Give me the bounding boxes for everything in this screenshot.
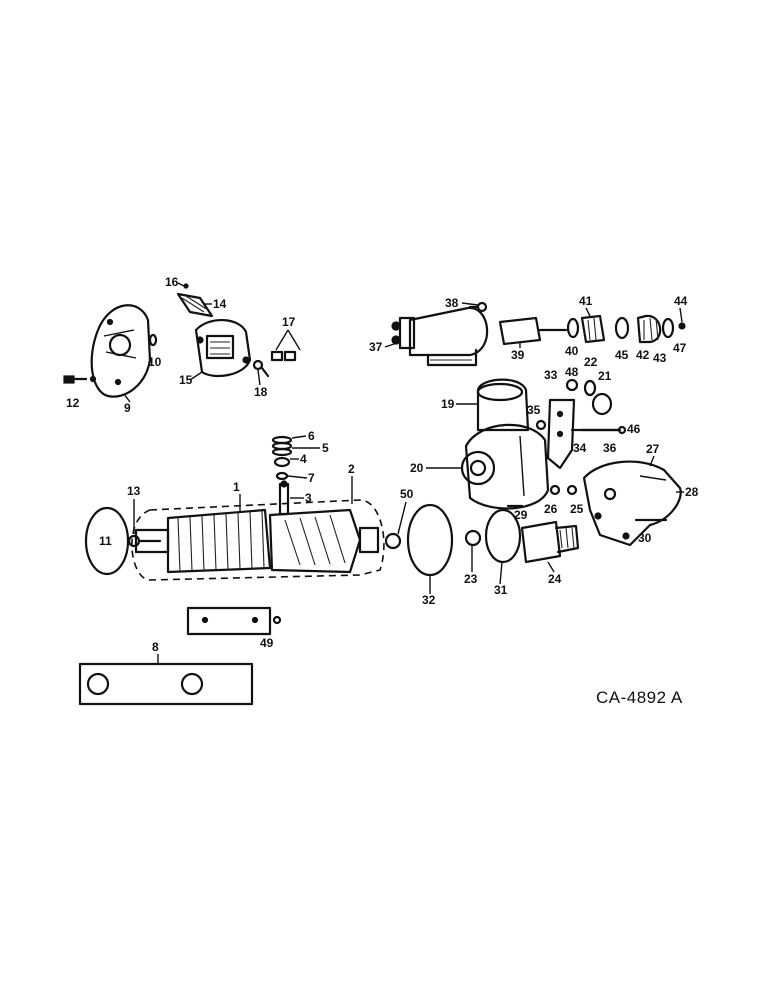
callout-50: 50 (400, 487, 414, 501)
part-20-drive-housing (460, 423, 550, 510)
callout-36: 36 (603, 441, 617, 455)
part-39-plunger (498, 316, 568, 346)
callout-42: 42 (636, 348, 650, 362)
part-38-screw (468, 301, 488, 313)
callout-46: 46 (627, 422, 641, 436)
part-8-bracket-plate (78, 662, 254, 706)
callout-3: 3 (305, 491, 312, 505)
callout-37: 37 (369, 340, 383, 354)
callout-22: 22 (584, 355, 598, 369)
callout-45: 45 (615, 348, 629, 362)
part-22-washer (583, 379, 597, 397)
callout-14: 14 (213, 297, 227, 311)
callout-34: 34 (573, 441, 587, 455)
part-26-washer (549, 484, 561, 496)
callout-12: 12 (66, 396, 80, 410)
leader-lines (123, 282, 684, 664)
part-37-solenoid (391, 306, 489, 367)
callout-19: 19 (441, 397, 455, 411)
callout-labels: 1 2 3 4 5 6 7 8 9 10 11 12 13 14 15 16 1… (66, 275, 699, 654)
callout-11: 11 (99, 534, 112, 548)
part-14-brush-spring (176, 283, 214, 318)
part-15-brush-holder (194, 318, 252, 378)
callout-16: 16 (165, 275, 179, 289)
callout-13: 13 (127, 484, 141, 498)
callout-32: 32 (422, 593, 436, 607)
callout-44: 44 (674, 294, 688, 308)
callout-15: 15 (179, 373, 193, 387)
part-31-ring (484, 508, 522, 564)
callout-35: 35 (527, 403, 541, 417)
part-23-washer (464, 529, 482, 547)
part-1-2-armature-field (131, 499, 385, 581)
part-17-brush-set (270, 329, 301, 362)
callout-21: 21 (598, 369, 612, 383)
callout-20: 20 (410, 461, 424, 475)
part-10-bushing (148, 333, 158, 347)
part-18-screw (252, 359, 270, 378)
callout-2: 2 (348, 462, 355, 476)
callout-41: 41 (579, 294, 593, 308)
callout-5: 5 (322, 441, 329, 455)
part-33-35-shift-lever (535, 398, 622, 470)
callout-33: 33 (544, 368, 558, 382)
callout-47: 47 (673, 341, 687, 355)
callout-9: 9 (124, 401, 131, 415)
callout-48: 48 (565, 365, 579, 379)
callout-23: 23 (464, 572, 478, 586)
part-32-ring (406, 503, 454, 577)
part-25-clip (566, 484, 578, 496)
part-19-housing (476, 378, 530, 432)
callout-4: 4 (300, 452, 307, 466)
part-50-washer (384, 532, 402, 550)
part-3-stud (278, 480, 290, 516)
callout-38: 38 (445, 296, 459, 310)
callout-6: 6 (308, 429, 315, 443)
part-12-bolt (63, 375, 97, 384)
part-13-washer (127, 534, 141, 548)
part-40-47-plunger-parts (566, 314, 686, 344)
callout-10: 10 (148, 355, 162, 369)
part-27-nose-housing (582, 460, 682, 547)
callout-28: 28 (685, 485, 699, 499)
callout-29: 29 (514, 508, 528, 522)
callout-27: 27 (646, 442, 660, 456)
part-36-46-pin (580, 425, 627, 435)
callout-49: 49 (260, 636, 274, 650)
part-21-nut (591, 392, 613, 416)
callout-26: 26 (544, 502, 558, 516)
callout-31: 31 (494, 583, 508, 597)
callout-39: 39 (511, 348, 525, 362)
part-49-strap (186, 606, 282, 636)
callout-30: 30 (638, 531, 652, 545)
callout-7: 7 (308, 471, 315, 485)
drawing-code: CA-4892 A (596, 688, 683, 707)
callout-17: 17 (282, 315, 296, 329)
callout-18: 18 (254, 385, 268, 399)
callout-1: 1 (233, 480, 240, 494)
callout-25: 25 (570, 502, 584, 516)
callout-8: 8 (152, 640, 159, 654)
callout-40: 40 (565, 344, 579, 358)
part-end-cover (90, 304, 152, 398)
part-4-7-spring-stack (271, 435, 293, 481)
part-24-pinion-drive (520, 520, 580, 564)
callout-43: 43 (653, 351, 667, 365)
part-48-washer (565, 378, 579, 392)
callout-24: 24 (548, 572, 562, 586)
